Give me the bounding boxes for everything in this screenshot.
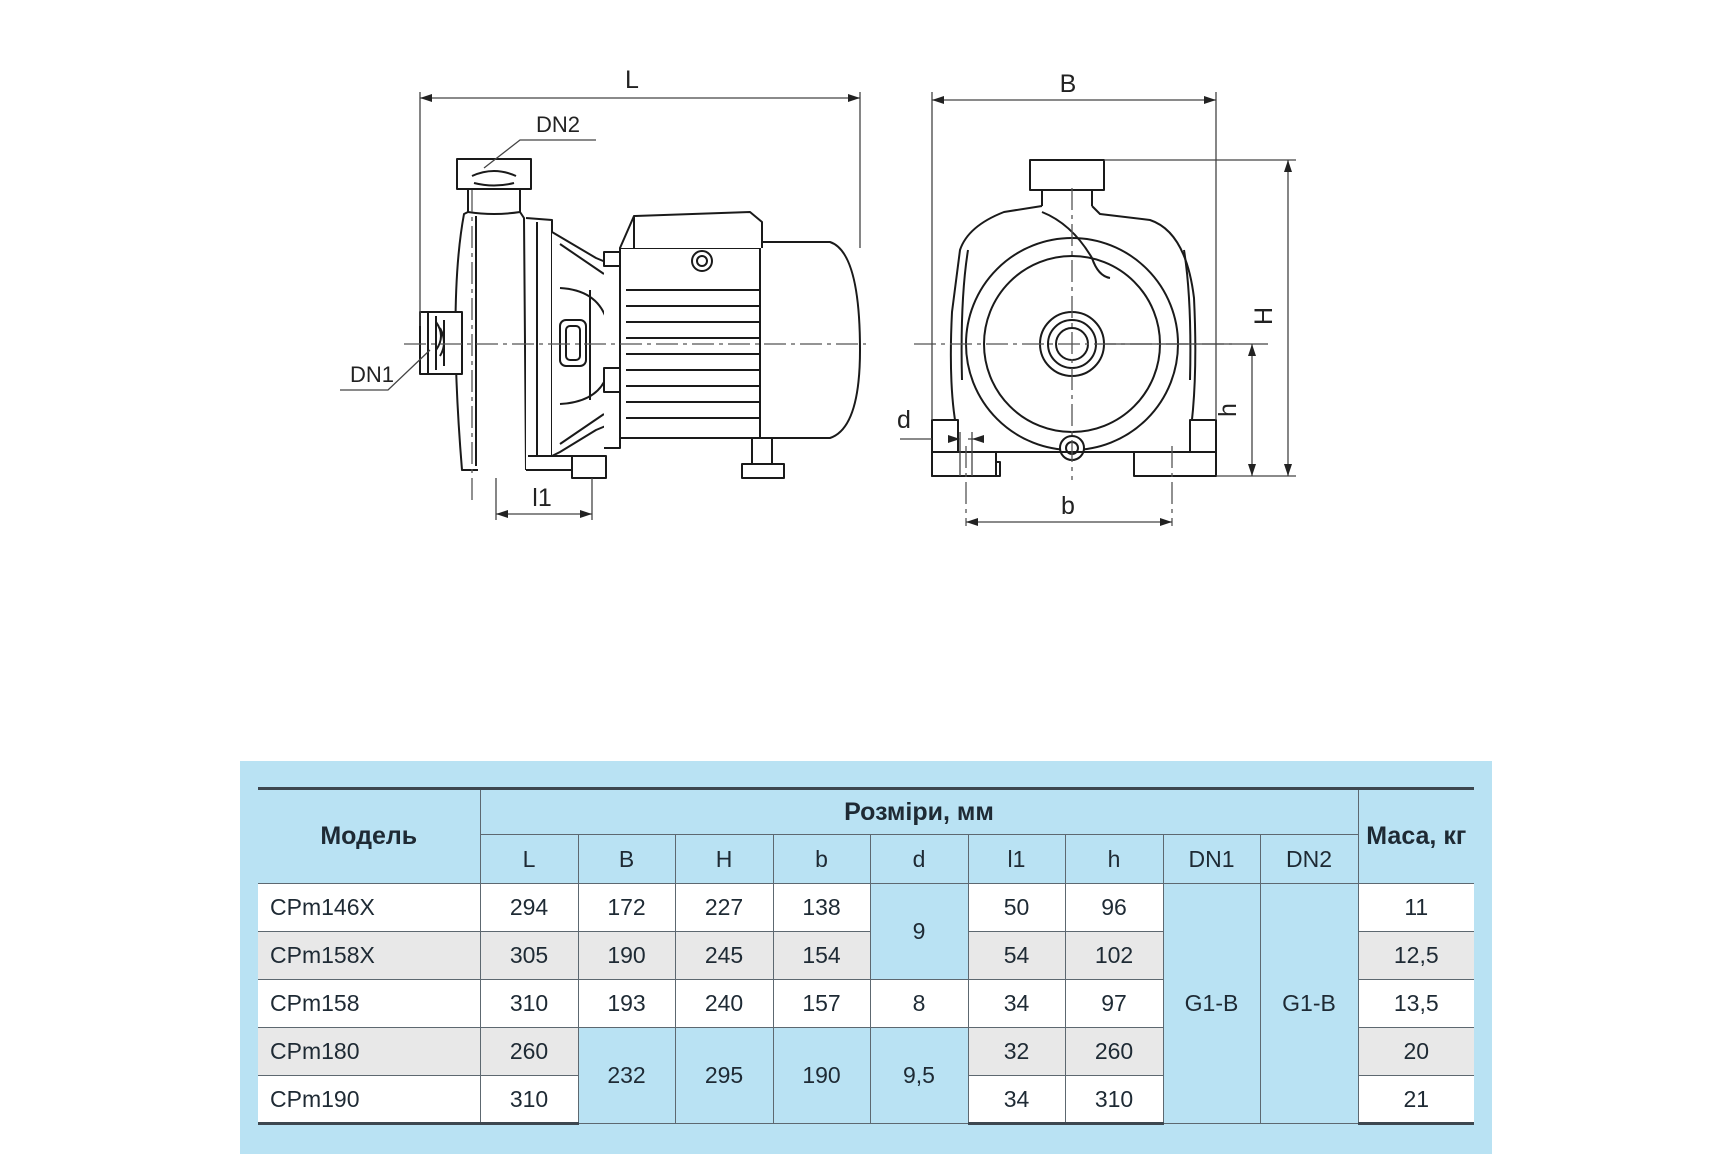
dim-label-DN2: DN2 — [536, 112, 580, 137]
cell-mass: 13,5 — [1357, 979, 1475, 1028]
dim-label-B: B — [1060, 70, 1077, 98]
header-col-b: b — [772, 834, 871, 884]
cell-H: 245 — [674, 931, 774, 980]
cell-l1: 34 — [967, 1075, 1066, 1125]
pump-front-view — [931, 159, 1217, 477]
header-model: Модель — [258, 787, 481, 884]
header-col-L: L — [479, 834, 579, 884]
cell-H: 227 — [674, 883, 774, 932]
dim-label-h: h — [1214, 403, 1242, 417]
header-col-DN2: DN2 — [1259, 834, 1359, 884]
cell-h: 102 — [1064, 931, 1164, 980]
cell-L: 260 — [479, 1027, 579, 1076]
pump-side-view — [419, 158, 861, 479]
header-col-l1: l1 — [967, 834, 1066, 884]
cell-L: 310 — [479, 1075, 579, 1125]
dim-label-b: b — [1061, 492, 1075, 520]
cell-DN1-merged: G1-B — [1162, 883, 1261, 1124]
cell-l1: 34 — [967, 979, 1066, 1028]
cell-B-merged: 232 — [577, 1027, 676, 1124]
dim-label-DN1: DN1 — [350, 362, 394, 387]
cell-DN2-merged: G1-B — [1259, 883, 1359, 1124]
cell-l1: 54 — [967, 931, 1066, 980]
cell-B: 172 — [577, 883, 676, 932]
cell-mass: 20 — [1357, 1027, 1475, 1076]
cell-h: 260 — [1064, 1027, 1164, 1076]
cell-d-merged: 9,5 — [869, 1027, 969, 1124]
header-col-H: H — [674, 834, 774, 884]
model-cell: CPm146X — [258, 883, 481, 932]
cell-h: 96 — [1064, 883, 1164, 932]
header-dimensions: Розміри, мм — [479, 787, 1359, 835]
cell-h: 310 — [1064, 1075, 1164, 1125]
pump-dimension-drawing: L DN2 DN1 l1 B H h d b — [340, 66, 1296, 526]
cell-H: 240 — [674, 979, 774, 1028]
header-col-DN1: DN1 — [1162, 834, 1261, 884]
spec-table-panel: Модель Розміри, мм Маса, кг L B H b d l1… — [240, 761, 1492, 1154]
cell-d: 8 — [869, 979, 969, 1028]
cell-b: 154 — [772, 931, 871, 980]
cell-b-merged: 190 — [772, 1027, 871, 1124]
cell-B: 193 — [577, 979, 676, 1028]
header-col-h: h — [1064, 834, 1164, 884]
cell-d-merged: 9 — [869, 883, 969, 980]
cell-b: 157 — [772, 979, 871, 1028]
table-row: CPm158 310 193 240 157 8 34 97 13,5 — [258, 979, 1475, 1028]
cell-L: 294 — [479, 883, 579, 932]
table-row: CPm190 310 34 310 21 — [258, 1075, 1475, 1125]
cell-mass: 21 — [1357, 1075, 1475, 1125]
dim-label-d: d — [897, 406, 911, 434]
spec-table: Модель Розміри, мм Маса, кг L B H b d l1… — [258, 787, 1475, 1125]
dim-label-L: L — [625, 66, 639, 94]
table-row: CPm146X 294 172 227 138 9 50 96 G1-B G1-… — [258, 883, 1475, 1124]
table-row: CPm180 260 232 295 190 9,5 32 260 20 — [258, 1027, 1475, 1124]
cell-mass: 11 — [1357, 883, 1475, 932]
model-cell: CPm190 — [258, 1075, 481, 1125]
cell-l1: 50 — [967, 883, 1066, 932]
cell-B: 190 — [577, 931, 676, 980]
cell-b: 138 — [772, 883, 871, 932]
header-mass: Маса, кг — [1357, 787, 1475, 884]
model-cell: CPm180 — [258, 1027, 481, 1076]
dim-label-H: H — [1250, 307, 1278, 325]
cell-mass: 12,5 — [1357, 931, 1475, 980]
cell-L: 305 — [479, 931, 579, 980]
header-col-d: d — [869, 834, 969, 884]
cell-H-merged: 295 — [674, 1027, 774, 1124]
cell-L: 310 — [479, 979, 579, 1028]
model-cell: CPm158 — [258, 979, 481, 1028]
cell-l1: 32 — [967, 1027, 1066, 1076]
table-row: CPm158X 305 190 245 154 54 102 12,5 — [258, 931, 1475, 980]
model-cell: CPm158X — [258, 931, 481, 980]
cell-h: 97 — [1064, 979, 1164, 1028]
header-col-B: B — [577, 834, 676, 884]
dim-label-l1: l1 — [532, 484, 551, 512]
